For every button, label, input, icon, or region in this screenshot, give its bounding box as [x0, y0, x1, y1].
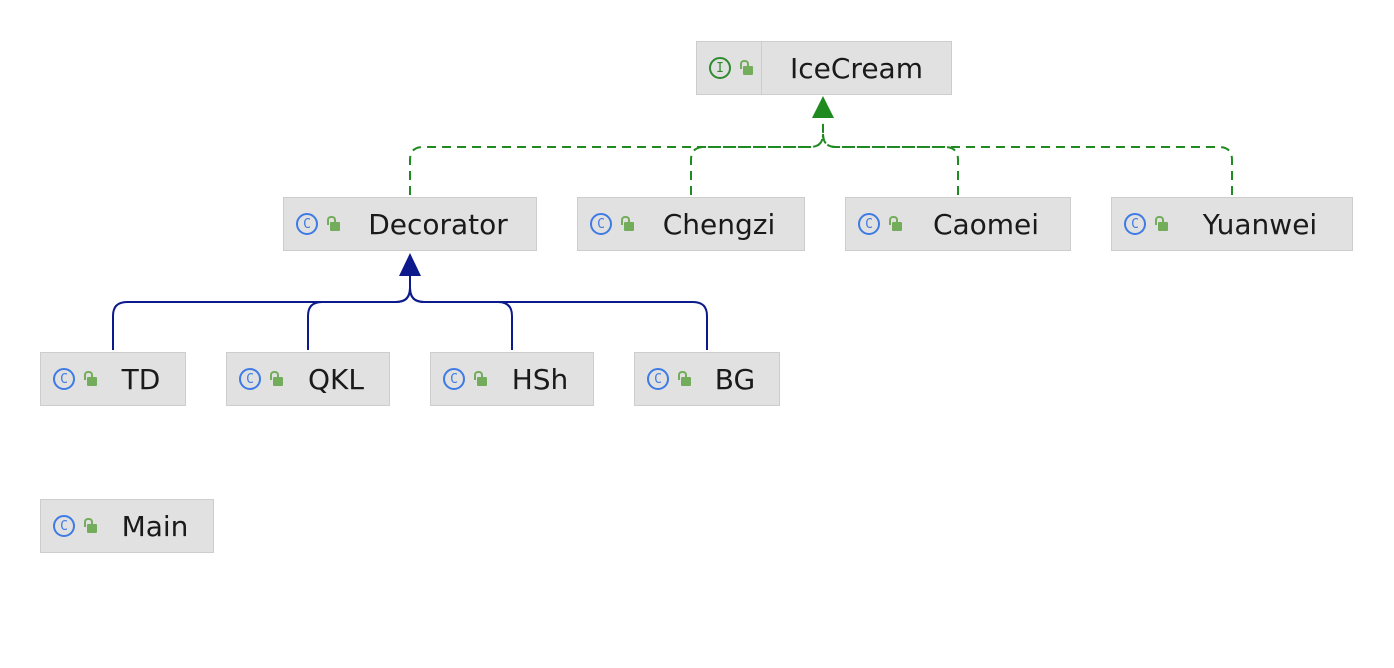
edge-decorator-icecream	[409, 118, 824, 195]
node-yuanwei[interactable]: C Yuanwei	[1111, 197, 1353, 251]
node-label: Decorator	[368, 207, 508, 241]
node-decorator[interactable]: C Decorator	[283, 197, 537, 251]
node-label: Caomei	[932, 207, 1040, 241]
node-main[interactable]: C Main	[40, 499, 214, 553]
node-label: IceCream	[790, 51, 923, 85]
node-caomei[interactable]: C Caomei	[845, 197, 1071, 251]
edge-bg-decorator	[409, 287, 708, 350]
public-lock-icon	[326, 215, 340, 233]
node-label: TD	[121, 362, 161, 396]
node-label: QKL	[308, 362, 364, 396]
implements-arrowhead	[812, 96, 834, 118]
class-c-icon: C	[647, 368, 669, 390]
node-td[interactable]: C TD	[40, 352, 186, 406]
node-hsh[interactable]: C HSh	[430, 352, 594, 406]
public-lock-icon	[888, 215, 902, 233]
extends-edges	[112, 276, 708, 350]
class-c-icon: C	[590, 213, 612, 235]
public-lock-icon	[620, 215, 634, 233]
class-c-icon: C	[239, 368, 261, 390]
node-icecream[interactable]: I IceCream	[696, 41, 952, 95]
class-c-icon: C	[1124, 213, 1146, 235]
class-c-icon: C	[53, 368, 75, 390]
node-chengzi[interactable]: C Chengzi	[577, 197, 805, 251]
public-lock-icon	[83, 370, 97, 388]
class-c-icon: C	[858, 213, 880, 235]
node-label: HSh	[511, 362, 569, 396]
edge-hsh-decorator	[409, 287, 513, 350]
public-lock-icon	[1154, 215, 1168, 233]
interface-i-icon: I	[709, 57, 731, 79]
node-bg[interactable]: C BG	[634, 352, 780, 406]
edge-chengzi-icecream	[690, 133, 824, 195]
public-lock-icon	[473, 370, 487, 388]
class-c-icon: C	[443, 368, 465, 390]
implements-edges	[409, 118, 1233, 195]
public-lock-icon	[677, 370, 691, 388]
edge-yuanwei-icecream	[822, 133, 1233, 195]
node-label: Yuanwei	[1202, 207, 1318, 241]
node-label: Chengzi	[662, 207, 776, 241]
node-qkl[interactable]: C QKL	[226, 352, 390, 406]
node-label: Main	[121, 509, 189, 543]
public-lock-icon	[739, 59, 753, 77]
public-lock-icon	[269, 370, 283, 388]
node-label: BG	[714, 362, 756, 396]
edge-qkl-decorator	[307, 287, 411, 350]
edge-td-decorator	[112, 276, 411, 350]
extends-arrowhead	[399, 253, 421, 276]
edge-caomei-icecream	[822, 133, 959, 195]
class-c-icon: C	[53, 515, 75, 537]
class-c-icon: C	[296, 213, 318, 235]
header-divider	[761, 42, 762, 94]
public-lock-icon	[83, 517, 97, 535]
